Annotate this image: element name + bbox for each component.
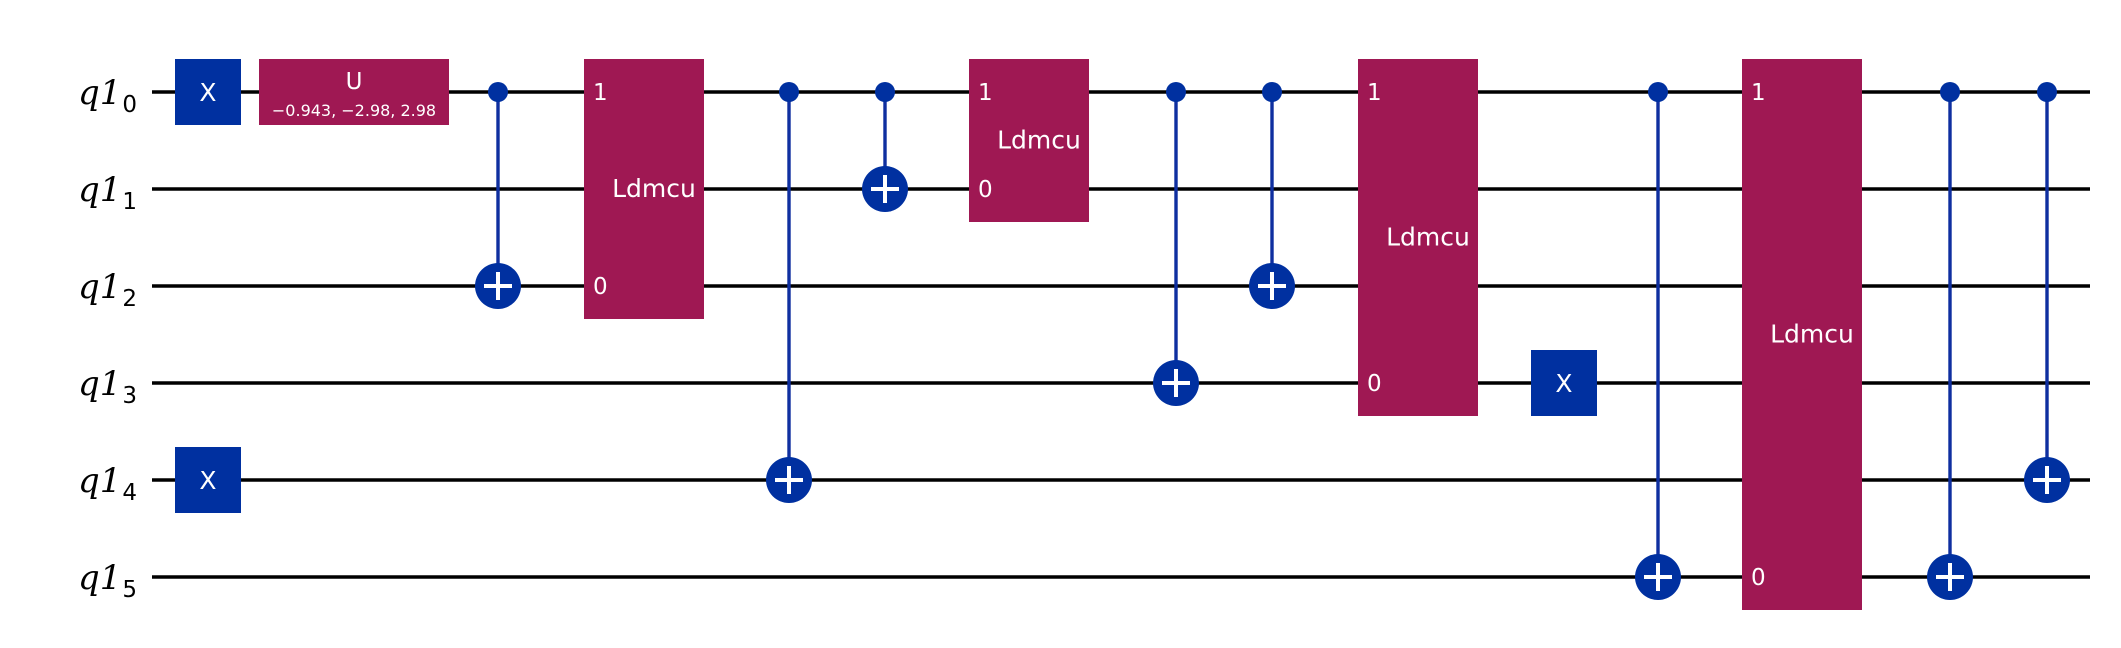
qubit-label-3: q13	[78, 364, 137, 409]
ldmcu-gate-label: Ldmcu	[612, 174, 696, 203]
cnot-gate	[1249, 82, 1295, 309]
cnot-gate	[862, 82, 908, 212]
x-gate-box	[175, 59, 241, 125]
x-gate-label: X	[199, 78, 216, 107]
u-gate-params: −0.943, −2.98, 2.98	[272, 101, 436, 120]
control-dot	[779, 82, 799, 102]
ldmcu-gate-box	[1358, 59, 1478, 416]
qubit-label-4: q14	[78, 461, 137, 506]
ldmcu-gate: Ldmcu 1 0	[1742, 59, 1862, 610]
target-oplus-icon	[2024, 457, 2070, 503]
target-oplus-icon	[475, 263, 521, 309]
ldmcu-port-label: 0	[1751, 565, 1766, 591]
control-dot	[1940, 82, 1960, 102]
ldmcu-port-label: 1	[1367, 80, 1382, 106]
x-gate-label: X	[1555, 369, 1572, 398]
ldmcu-gate-label: Ldmcu	[1770, 320, 1854, 349]
qubit-label-1: q11	[78, 170, 137, 215]
x-gate: X	[175, 59, 241, 125]
x-gate: X	[175, 447, 241, 513]
target-oplus-icon	[1927, 554, 1973, 600]
cnot-gate	[766, 82, 812, 503]
ldmcu-gate-label: Ldmcu	[1386, 223, 1470, 252]
ldmcu-gate-box	[969, 59, 1089, 222]
cnot-gate	[2024, 82, 2070, 503]
ldmcu-port-label: 1	[1751, 80, 1766, 106]
cnot-gate	[1153, 82, 1199, 406]
ldmcu-gate-label: Ldmcu	[997, 126, 1081, 155]
cnot-gate	[1635, 82, 1681, 600]
u-gate: U −0.943, −2.98, 2.98	[259, 59, 449, 125]
x-gate-box	[1531, 350, 1597, 416]
control-dot	[2037, 82, 2057, 102]
qubit-labels: q10 q11 q12 q13 q14 q15	[78, 73, 137, 603]
target-oplus-icon	[1635, 554, 1681, 600]
control-dot	[1166, 82, 1186, 102]
control-dot	[488, 82, 508, 102]
x-gate-box	[175, 447, 241, 513]
qubit-label-2: q12	[78, 267, 137, 312]
ldmcu-port-label: 1	[978, 80, 993, 106]
ldmcu-gate-box	[584, 59, 704, 319]
control-dot	[875, 82, 895, 102]
ldmcu-gate: Ldmcu 1 0	[584, 59, 704, 319]
control-dot	[1648, 82, 1668, 102]
u-gate-box	[259, 59, 449, 125]
ldmcu-gate: Ldmcu 1 0	[1358, 59, 1478, 416]
control-dot	[1262, 82, 1282, 102]
target-oplus-icon	[1153, 360, 1199, 406]
qubit-label-0: q10	[78, 73, 137, 118]
ldmcu-port-label: 0	[978, 177, 993, 203]
target-oplus-icon	[862, 166, 908, 212]
qubit-label-5: q15	[78, 558, 137, 603]
target-oplus-icon	[1249, 263, 1295, 309]
x-gate-label: X	[199, 466, 216, 495]
ldmcu-port-label: 1	[593, 80, 608, 106]
ldmcu-port-label: 0	[1367, 371, 1382, 397]
ldmcu-port-label: 0	[593, 274, 608, 300]
x-gate: X	[1531, 350, 1597, 416]
cnot-gate	[1927, 82, 1973, 600]
u-gate-label: U	[346, 69, 363, 95]
target-oplus-icon	[766, 457, 812, 503]
cnot-gate	[475, 82, 521, 309]
gates: XXU−0.943, −2.98, 2.98Ldmcu10Ldmcu10Ldmc…	[175, 59, 2070, 610]
ldmcu-gate-box	[1742, 59, 1862, 610]
